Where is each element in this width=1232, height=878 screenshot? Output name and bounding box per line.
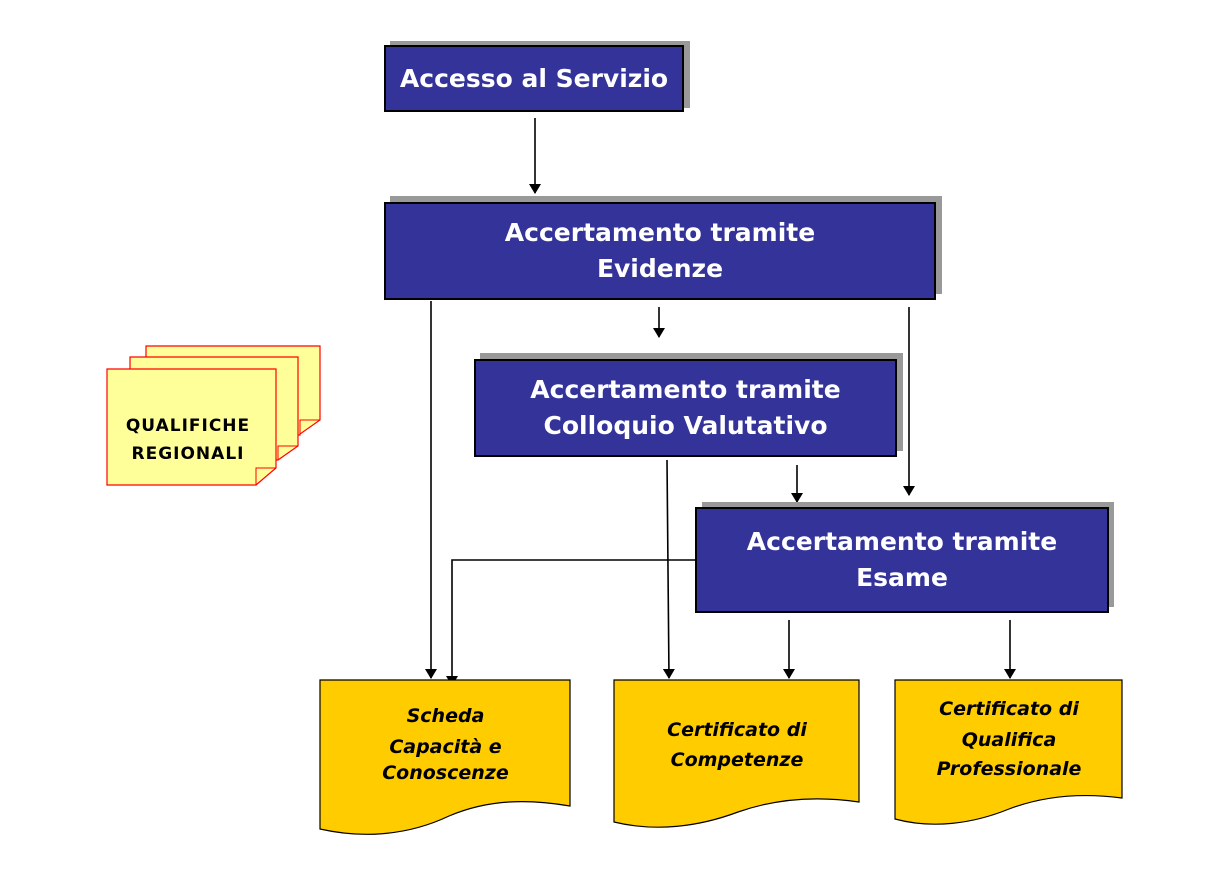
qualifica-line-1: Certificato di [939,698,1079,720]
accesso-label: Accesso al Servizio [399,63,669,93]
accesso-al-servizio-box: Accesso al Servizio [384,45,684,112]
competenze-line-1: Certificato di [667,719,807,741]
arrow-esame-to-scheda [446,559,697,686]
document-shape [613,679,860,828]
qualifiche-regionali-note: QUALIFICHE REGIONALI [100,340,330,500]
colloquio-label-line-2: Colloquio Valutativo [543,411,828,440]
note-line-2: REGIONALI [131,444,245,464]
colloquio-label-line-1: Accertamento tramite [530,375,841,404]
certificato-competenze-document: Certificato di Competenze [613,679,861,834]
accertamento-evidenze-box: Accertamento tramite Evidenze [384,202,936,300]
arrow-colloquio-to-competenze [662,459,675,679]
esame-label-line-2: Esame [856,563,948,592]
evidenze-label-line-2: Evidenze [596,254,724,283]
esame-label-line-1: Accertamento tramite [746,527,1058,556]
scheda-line-2: Capacità e [389,736,502,758]
document-shape [894,679,1123,825]
stacked-note-shape [106,345,321,486]
scheda-line-1: Scheda [406,705,485,727]
competenze-line-2: Competenze [670,749,804,771]
note-line-1: QUALIFICHE [125,416,251,436]
document-shape [319,679,571,835]
scheda-document: Scheda Capacità e Conoscenze [319,679,572,841]
scheda-line-3: Conoscenze [382,762,509,784]
evidenze-label-line-1: Accertamento tramite [504,218,816,247]
qualifica-line-3: Professionale [936,758,1082,780]
accertamento-colloquio-box: Accertamento tramite Colloquio Valutativ… [474,359,897,457]
accertamento-esame-box: Accertamento tramite Esame [695,507,1109,613]
certificato-qualifica-document: Certificato di Qualifica Professionale [894,679,1124,831]
qualifica-line-2: Qualifica [961,729,1057,751]
